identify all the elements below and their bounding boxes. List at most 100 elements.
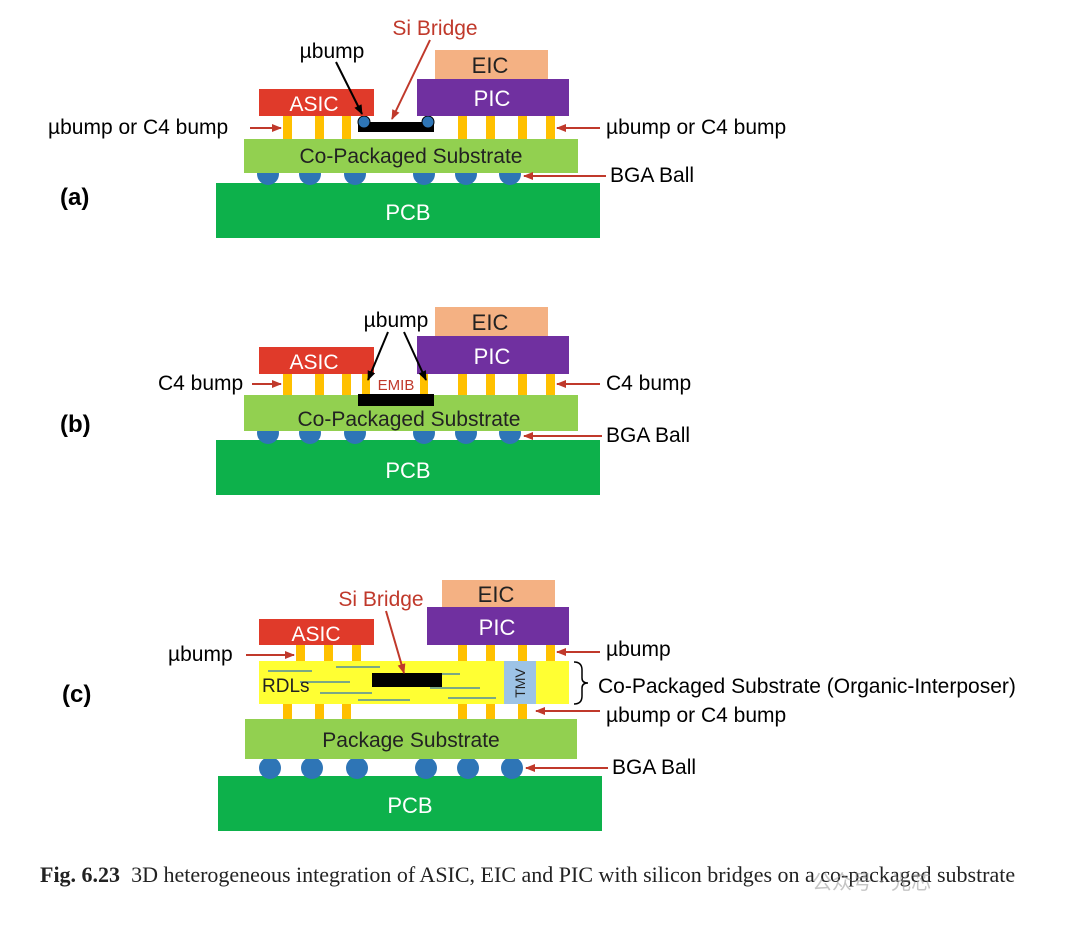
- bga-label-b: BGA Ball: [606, 424, 690, 447]
- bumps-a: [283, 116, 555, 139]
- package-substrate-c: [245, 719, 577, 759]
- panel-tag-b: (b): [60, 411, 91, 438]
- lower-bump-label-c: µbump or C4 bump: [606, 704, 786, 727]
- emib-bridge-b: [358, 394, 434, 406]
- ubump-label-a: µbump: [300, 40, 365, 63]
- bump: [342, 116, 351, 139]
- asic-label-b: ASIC: [289, 351, 338, 374]
- bump: [546, 374, 555, 395]
- bump: [486, 116, 495, 139]
- interposer-label-c: Co-Packaged Substrate (Organic-Interpose…: [598, 675, 1016, 698]
- left-bump-label-c: µbump: [168, 643, 233, 666]
- bump: [518, 374, 527, 395]
- figure-label: Fig. 6.23: [40, 862, 121, 887]
- si-bridge-c: [372, 673, 442, 687]
- package-substrate-label-c: Package Substrate: [322, 729, 499, 752]
- bump: [546, 116, 555, 139]
- bump: [283, 374, 292, 395]
- substrate-label-b: Co-Packaged Substrate: [298, 408, 521, 431]
- right-bump-label-a: µbump or C4 bump: [606, 116, 786, 139]
- emib-ubump-left-b: [362, 374, 370, 394]
- pic-label-c: PIC: [479, 615, 516, 640]
- eic-chip-a: [435, 50, 548, 79]
- bump: [342, 704, 351, 719]
- pic-chip-c: [427, 607, 569, 645]
- lower-bumps-c: [283, 704, 527, 719]
- bga-label-a: BGA Ball: [610, 164, 694, 187]
- figure-caption: Fig. 6.23 3D heterogeneous integration o…: [40, 860, 1060, 890]
- ubump-dot-right-a: [421, 115, 435, 129]
- eic-chip-b: [435, 307, 548, 336]
- bga-ball: [346, 757, 368, 779]
- bump: [342, 374, 351, 395]
- si-bridge-label-a: Si Bridge: [392, 17, 477, 40]
- bump: [458, 645, 467, 661]
- bump: [283, 704, 292, 719]
- pic-chip-b: [417, 336, 569, 374]
- ubump-arrow-right-b: [403, 331, 427, 381]
- bga-ball: [501, 757, 523, 779]
- ubump-dot-left-a: [357, 115, 371, 129]
- si-bridge-arrow-a: [391, 39, 431, 120]
- pcb-label-c: PCB: [387, 793, 432, 818]
- ubump-arrow-a: [335, 61, 363, 115]
- bump: [352, 645, 361, 661]
- panel-a: PCB Co-Packaged Substrate ASIC PIC: [48, 17, 786, 238]
- bga-ball: [301, 757, 323, 779]
- bump: [458, 704, 467, 719]
- bump: [315, 704, 324, 719]
- left-bump-label-b: C4 bump: [158, 372, 243, 395]
- pic-label-b: PIC: [474, 344, 511, 369]
- pcb-label-a: PCB: [385, 200, 430, 225]
- pcb-label-b: PCB: [385, 458, 430, 483]
- bump: [518, 704, 527, 719]
- bga-label-c: BGA Ball: [612, 756, 696, 779]
- tmv-c: [504, 661, 536, 704]
- asic-label-a: ASIC: [289, 93, 338, 116]
- left-bump-label-a: µbump or C4 bump: [48, 116, 228, 139]
- substrate-a: [244, 139, 578, 173]
- bga-ball: [457, 757, 479, 779]
- ubump-arrow-left-b: [367, 331, 389, 381]
- eic-label-c: EIC: [478, 582, 515, 607]
- tmv-label-c: TMV: [512, 668, 528, 698]
- bump: [486, 704, 495, 719]
- bump: [315, 374, 324, 395]
- bump: [458, 116, 467, 139]
- right-bump-label-c: µbump: [606, 638, 671, 661]
- bump: [546, 645, 555, 661]
- panel-b: PCB EMIB Co-Packaged Substrate ASIC: [60, 307, 691, 495]
- si-bridge-a: [358, 122, 434, 132]
- asic-chip-b: [259, 347, 374, 374]
- bump: [486, 645, 495, 661]
- eic-chip-c: [442, 580, 555, 607]
- eic-label-b: EIC: [472, 310, 509, 335]
- pcb-c: [218, 776, 602, 831]
- pcb-b: [216, 440, 600, 495]
- emib-label-b: EMIB: [378, 377, 415, 394]
- substrate-label-a: Co-Packaged Substrate: [300, 145, 523, 168]
- panel-c: PCB Package Substrate: [62, 580, 1016, 831]
- emib-ubump-right-b: [420, 374, 428, 394]
- bump: [458, 374, 467, 395]
- bump: [518, 116, 527, 139]
- asic-chip-c: [259, 619, 374, 645]
- pic-chip-a: [417, 79, 569, 116]
- si-bridge-arrow-c: [385, 610, 406, 674]
- asic-label-c: ASIC: [291, 623, 340, 646]
- bump: [324, 645, 333, 661]
- upper-bumps-c: [296, 645, 555, 661]
- pic-label-a: PIC: [474, 86, 511, 111]
- bump: [518, 645, 527, 661]
- bga-ball: [259, 757, 281, 779]
- bump: [315, 116, 324, 139]
- bumps-b: [283, 374, 555, 395]
- right-bump-label-b: C4 bump: [606, 372, 691, 395]
- bga-balls-c: [259, 757, 523, 779]
- rdls-label-c: RDLs: [262, 676, 310, 697]
- panel-tag-a: (a): [60, 184, 89, 211]
- eic-label-a: EIC: [472, 53, 509, 78]
- panel-tag-c: (c): [62, 681, 91, 708]
- bump: [283, 116, 292, 139]
- si-bridge-label-c: Si Bridge: [338, 588, 423, 611]
